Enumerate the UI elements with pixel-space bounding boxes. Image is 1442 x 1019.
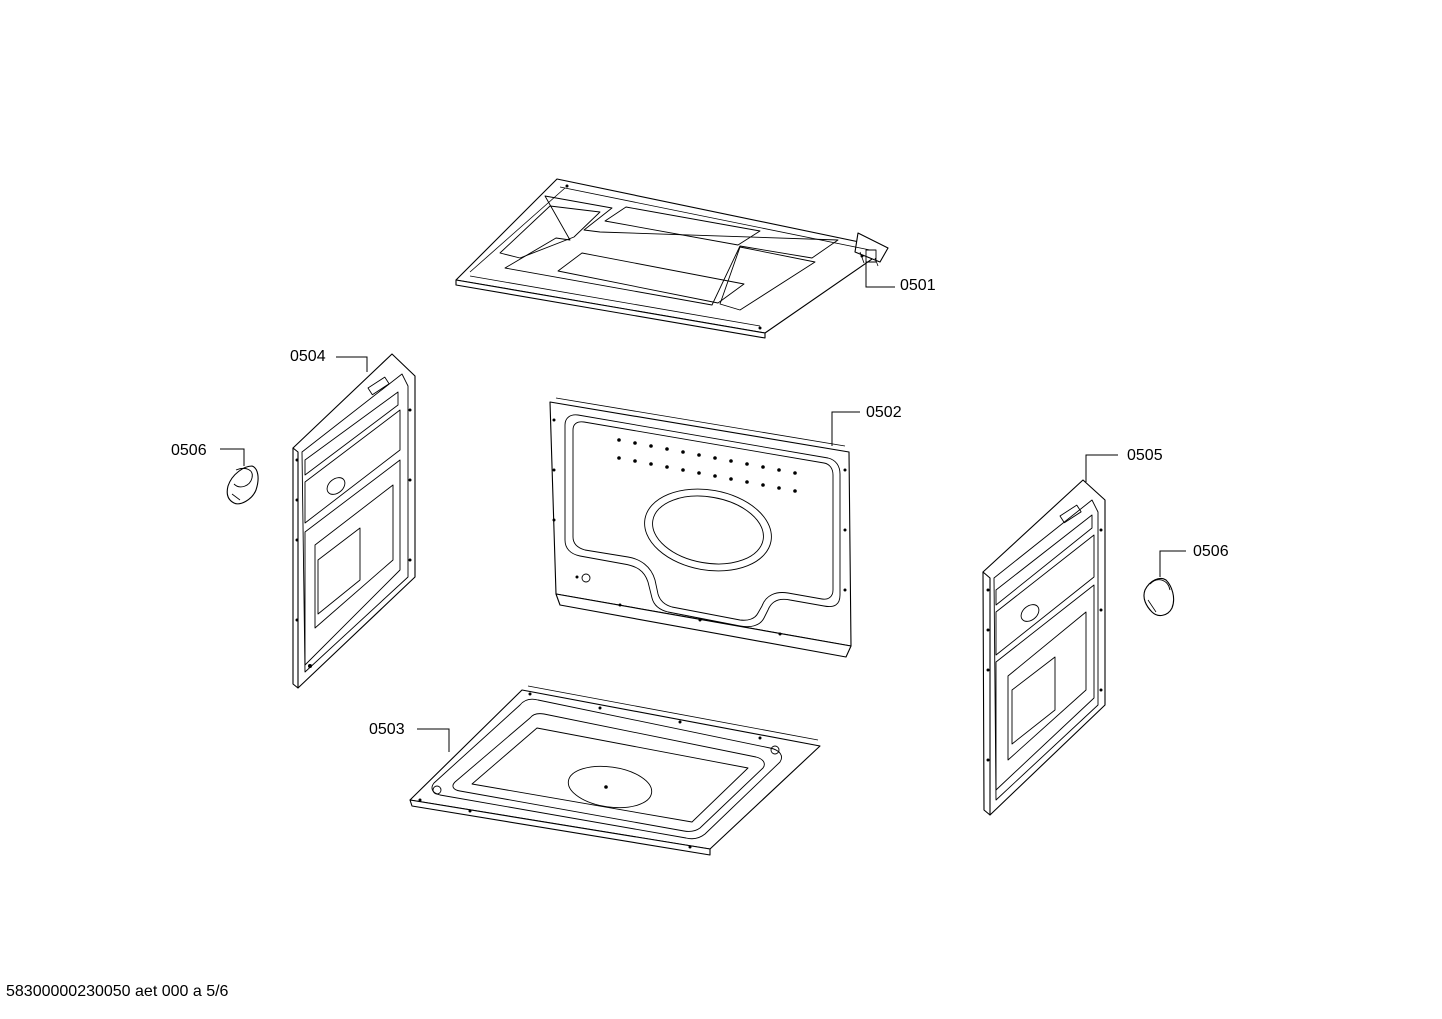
- leader-line-0502: [831, 411, 860, 446]
- part-label-0501: 0501: [900, 277, 936, 294]
- left-side-panel-part: [292, 353, 416, 689]
- clip-part-left: [226, 465, 259, 505]
- leader-line-0506-left: [220, 448, 245, 466]
- part-label-0503: 0503: [369, 721, 405, 738]
- part-label-0505: 0505: [1127, 447, 1163, 464]
- part-label-0506-right: 0506: [1193, 543, 1229, 560]
- leader-line-0501: [865, 262, 895, 288]
- leader-line-0503: [417, 728, 450, 752]
- leader-line-0505: [1085, 454, 1118, 482]
- part-label-0502: 0502: [866, 404, 902, 421]
- part-label-0506-left: 0506: [171, 442, 207, 459]
- bottom-panel-part: [409, 685, 821, 856]
- top-panel-part: [455, 178, 889, 339]
- leader-line-0504: [336, 356, 368, 372]
- leader-line-0506-right: [1159, 550, 1186, 577]
- part-label-0504: 0504: [290, 348, 326, 365]
- clip-part-right: [1143, 577, 1175, 617]
- right-side-panel-part: [982, 479, 1106, 816]
- back-panel-part: [549, 397, 852, 658]
- document-id-footer: 58300000230050 aet 000 a 5/6: [6, 983, 229, 1000]
- vent-hole-grid: [617, 438, 797, 493]
